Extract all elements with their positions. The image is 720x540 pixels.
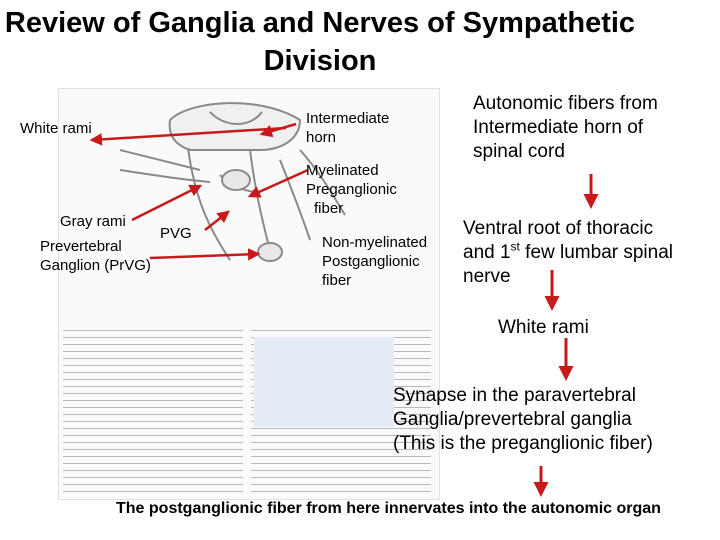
label-gray-rami: Gray rami	[60, 213, 126, 230]
arrow-intermediate-horn	[259, 122, 297, 138]
arrow-intermediate-to-white-rami	[89, 126, 287, 146]
flow-step4-line2: Ganglia/prevertebral ganglia	[393, 409, 632, 430]
figure-arrows	[89, 122, 309, 261]
flow-step-autonomic-fibers: Autonomic fibers from Intermediate horn …	[473, 92, 713, 164]
flow-step-white-rami: White rami	[498, 317, 589, 338]
label-nonmyelinated-line2: Postganglionic	[322, 253, 420, 270]
arrow-gray-rami	[131, 184, 203, 222]
flow-step1-line1: Autonomic fibers from	[473, 93, 658, 114]
flow-step1-line2: Intermediate horn of	[473, 117, 644, 138]
label-intermediate-horn: Intermediate horn	[306, 109, 389, 147]
page-title: Review of Ganglia and Nerves of Sympathe…	[4, 7, 636, 77]
flow-step2-line2-b: few lumbar spinal	[519, 242, 674, 263]
arrow-pvg	[204, 210, 230, 231]
label-myelinated-line1: Myelinated	[306, 162, 379, 179]
flow-step4-line1: Synapse in the paravertebral	[393, 385, 636, 406]
flow-step4-line3: (This is the preganglionic fiber)	[393, 433, 653, 454]
arrow-prevertebral	[149, 248, 261, 261]
flow-step-ventral-root: Ventral root of thoracic and 1st few lum…	[463, 217, 720, 289]
label-myelinated-line2: Preganglionic	[306, 181, 397, 198]
flow-step2-line2-a: and 1	[463, 242, 511, 263]
flow-step2-line3: nerve	[463, 266, 511, 287]
flow-step1-line3: spinal cord	[473, 141, 565, 162]
flow-step-postganglionic: The postganglionic fiber from here inner…	[116, 500, 661, 517]
label-nonmyelinated-fiber: Non-myelinated Postganglionic fiber	[322, 233, 427, 290]
label-intermediate-line1: Intermediate	[306, 110, 390, 127]
label-intermediate-line2: horn	[306, 129, 337, 146]
figure-info-box	[254, 337, 394, 427]
label-prevertebral: Prevertebral Ganglion (PrVG)	[40, 237, 151, 275]
textbook-figure	[58, 88, 440, 500]
flow-step2-line2: and 1st few lumbar spinal	[463, 241, 720, 265]
label-myelinated-line3: fiber	[314, 200, 344, 217]
label-white-rami: White rami	[20, 120, 92, 137]
spinal-cord-drawing	[119, 102, 346, 262]
flow-step-synapse: Synapse in the paravertebral Ganglia/pre…	[393, 384, 718, 456]
label-myelinated-fiber: Myelinated Preganglionic fiber	[306, 161, 397, 218]
label-prevertebral-line2: Ganglion (PrVG)	[40, 257, 151, 274]
arrow-myelinated-fiber	[247, 168, 309, 198]
label-nonmyelinated-line3: fiber	[322, 272, 352, 289]
flow-step2-line2-sup: st	[510, 239, 520, 254]
flow-step2-line1: Ventral root of thoracic	[463, 218, 654, 239]
label-pvg: PVG	[160, 225, 192, 242]
label-prevertebral-line1: Prevertebral	[40, 238, 122, 255]
label-nonmyelinated-line1: Non-myelinated	[322, 234, 428, 251]
flow-arrows	[533, 174, 599, 497]
figure-text-column-left	[63, 324, 243, 494]
